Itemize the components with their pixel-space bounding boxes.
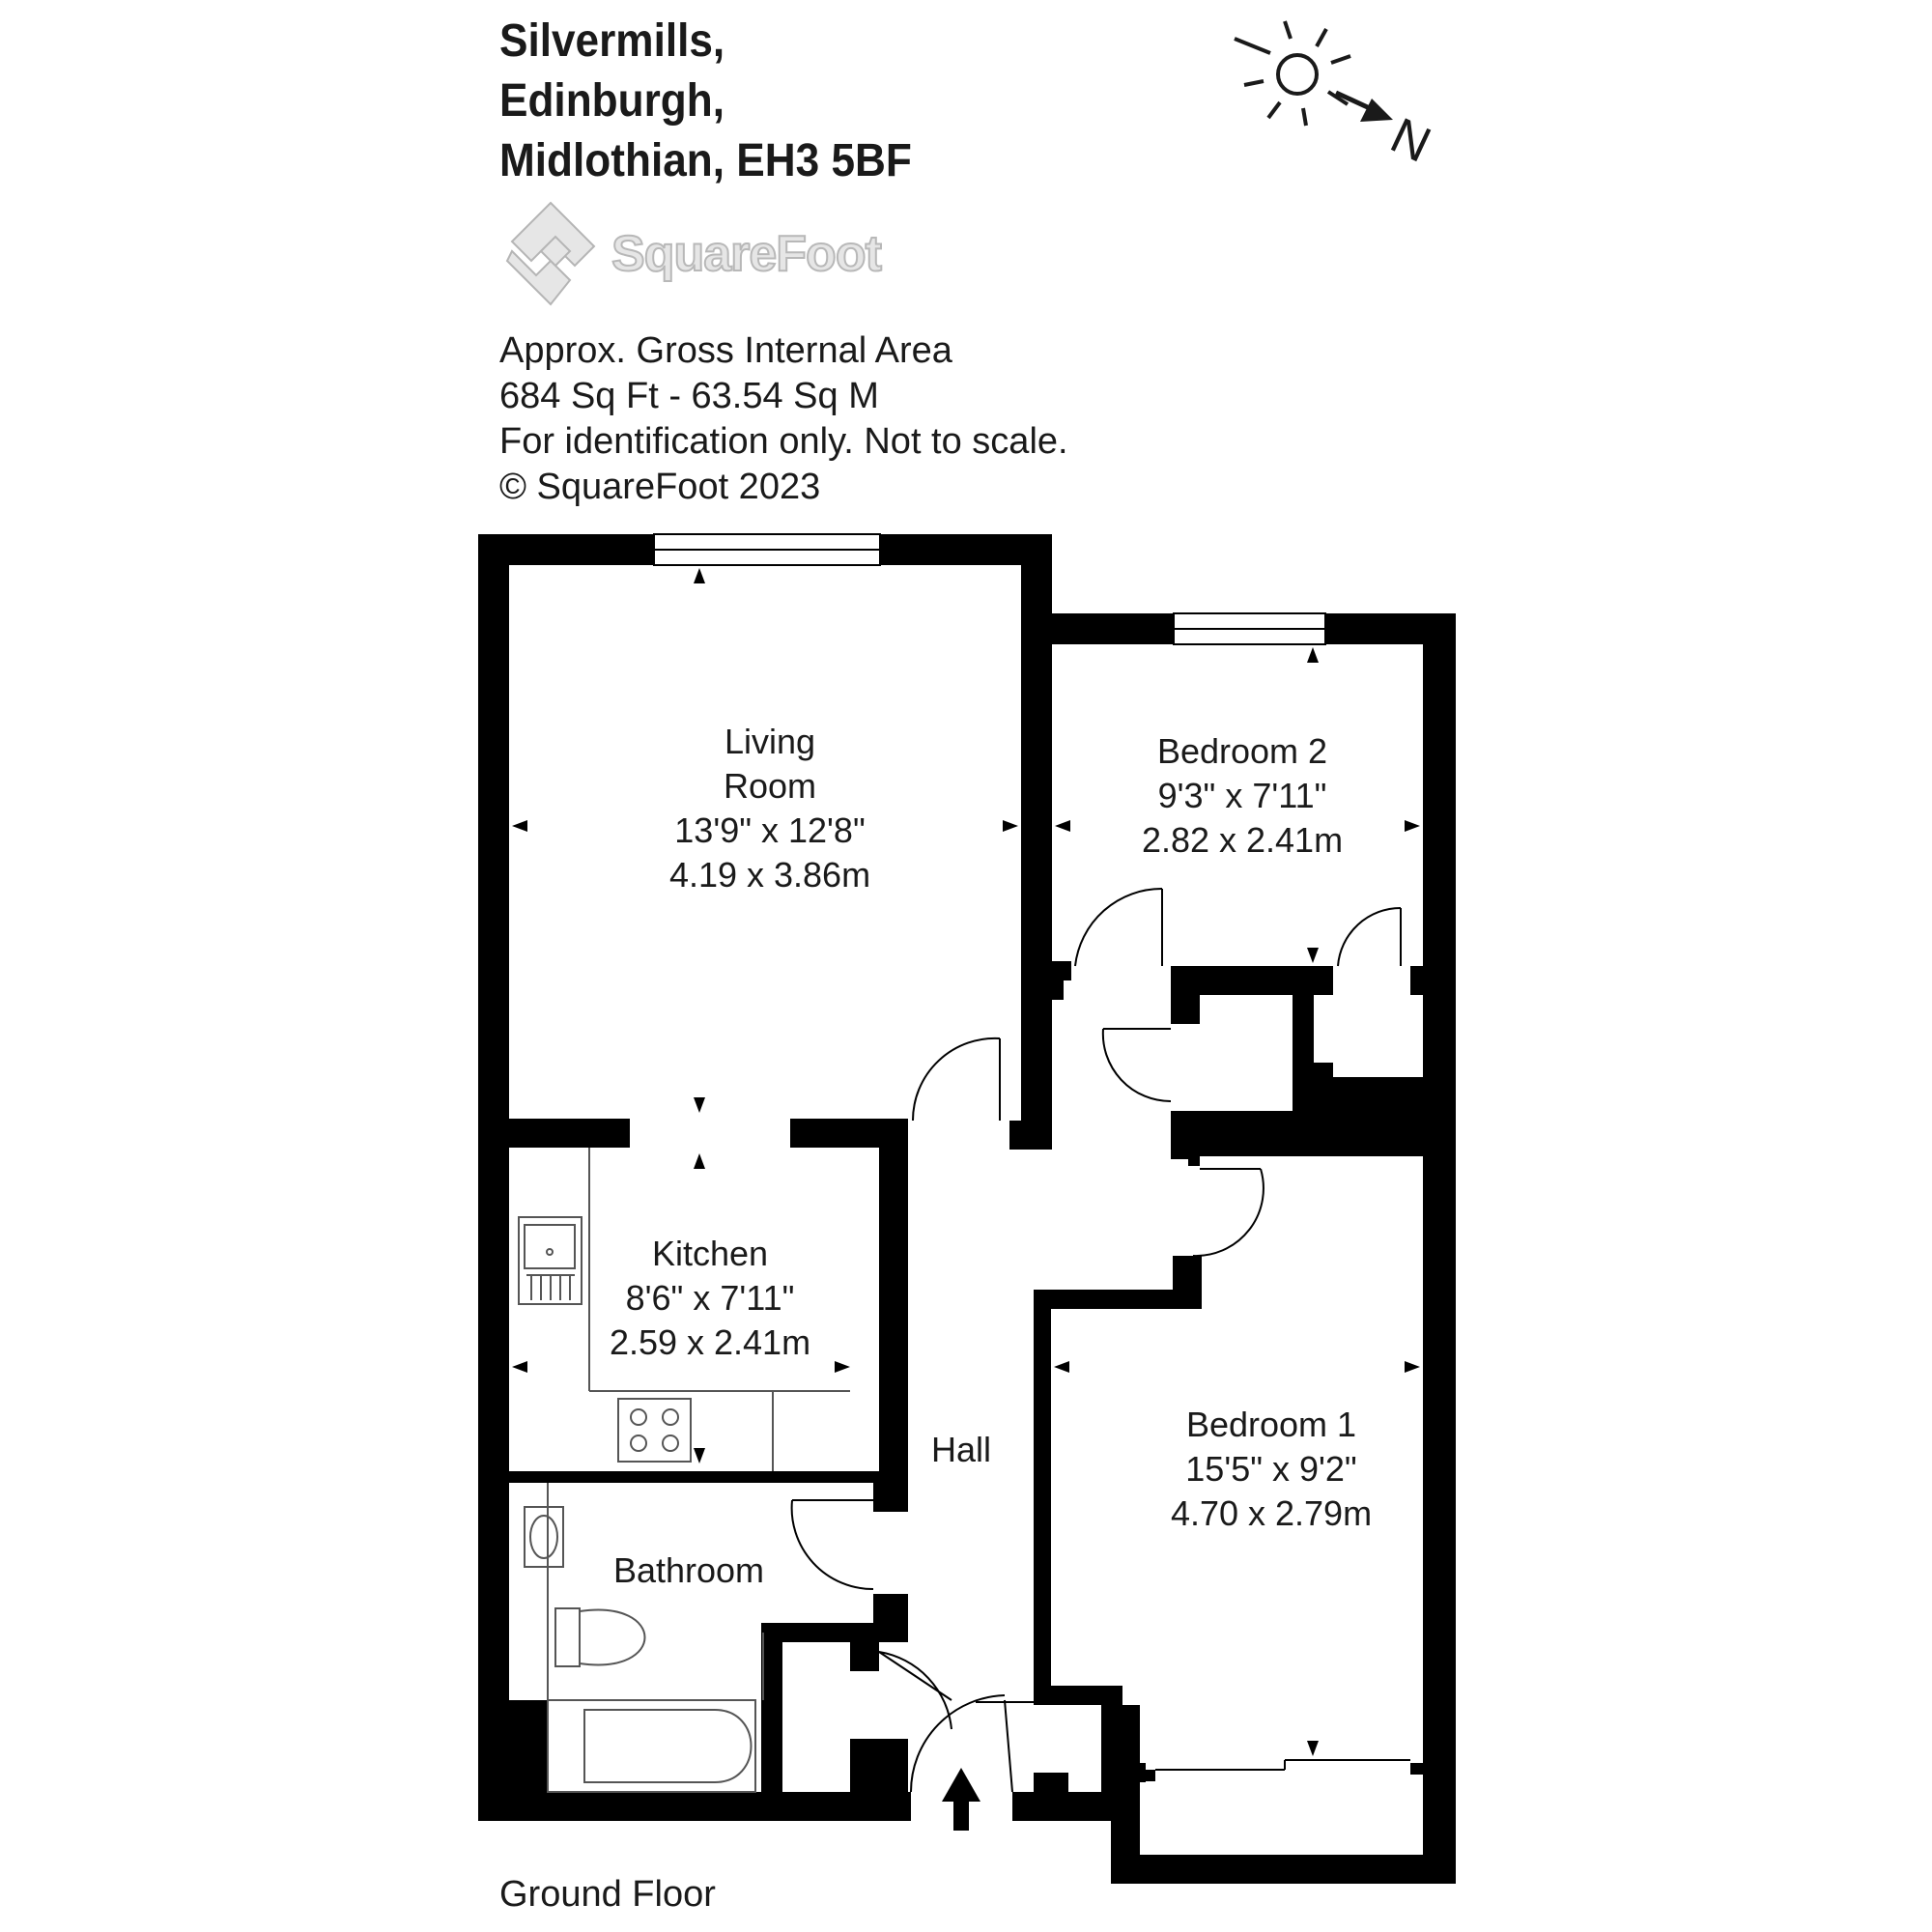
room-bathroom: Bathroom [613, 1548, 764, 1593]
room-bedroom-1-metric: 4.70 x 2.79m [1170, 1493, 1373, 1533]
bath-icon [547, 1699, 756, 1793]
room-bedroom-1-name: Bedroom 1 [1185, 1405, 1357, 1444]
area-value: 684 Sq Ft - 63.54 Sq M [499, 376, 879, 416]
room-kitchen: Kitchen 8'6" x 7'11" 2.59 x 2.41m [610, 1232, 810, 1365]
squarefoot-logo: SquareFoot [497, 198, 903, 314]
room-living-metric: 4.19 x 3.86m [668, 855, 871, 895]
room-kitchen-metric: 2.59 x 2.41m [609, 1322, 811, 1362]
toilet-icon [554, 1607, 581, 1667]
room-bathroom-name: Bathroom [612, 1550, 765, 1590]
address-line-3: Midlothian, EH3 5BF [499, 135, 912, 186]
area-info: Approx. Gross Internal Area 684 Sq Ft - … [499, 328, 1068, 510]
room-bedroom-1-imperial: 15'5" x 9'2" [1185, 1449, 1357, 1489]
room-kitchen-imperial: 8'6" x 7'11" [625, 1278, 795, 1318]
address-block: Silvermills, Edinburgh, Midlothian, EH3 … [499, 12, 912, 191]
entrance-arrow-icon [942, 1768, 980, 1831]
room-bedroom-2-metric: 2.82 x 2.41m [1141, 820, 1344, 860]
floor-label: Ground Floor [499, 1874, 716, 1915]
squarefoot-logo-icon [505, 201, 596, 306]
room-living-name1: Living [724, 722, 816, 761]
bathroom-fittings [524, 1483, 764, 1793]
dimension-arrows [512, 568, 1420, 1756]
room-living-name2: Room [723, 766, 817, 806]
disclaimer: For identification only. Not to scale. [499, 421, 1068, 462]
room-bedroom-2-imperial: 9'3" x 7'11" [1157, 776, 1327, 815]
hob-icon [617, 1398, 692, 1463]
room-bedroom-2-name: Bedroom 2 [1156, 731, 1328, 771]
address-line-1: Silvermills, [499, 15, 725, 67]
room-living: Living Room 13'9" x 12'8" 4.19 x 3.86m [669, 720, 870, 897]
room-bedroom-1: Bedroom 1 15'5" x 9'2" 4.70 x 2.79m [1171, 1403, 1372, 1536]
room-living-imperial: 13'9" x 12'8" [674, 810, 866, 850]
address-line-2: Edinburgh, [499, 75, 725, 127]
room-hall: Hall [931, 1428, 991, 1472]
basin-icon [524, 1506, 564, 1568]
sink-icon [518, 1216, 582, 1305]
logo-text: SquareFoot [611, 225, 883, 283]
copyright: © SquareFoot 2023 [499, 467, 821, 507]
area-title: Approx. Gross Internal Area [499, 330, 952, 371]
doors [790, 887, 1402, 1793]
walls [478, 534, 1456, 1884]
windows [653, 533, 1410, 1771]
room-hall-name: Hall [930, 1430, 992, 1469]
room-bedroom-2: Bedroom 2 9'3" x 7'11" 2.82 x 2.41m [1142, 729, 1343, 863]
room-kitchen-name: Kitchen [651, 1234, 769, 1273]
kitchen-fittings [518, 1148, 850, 1471]
